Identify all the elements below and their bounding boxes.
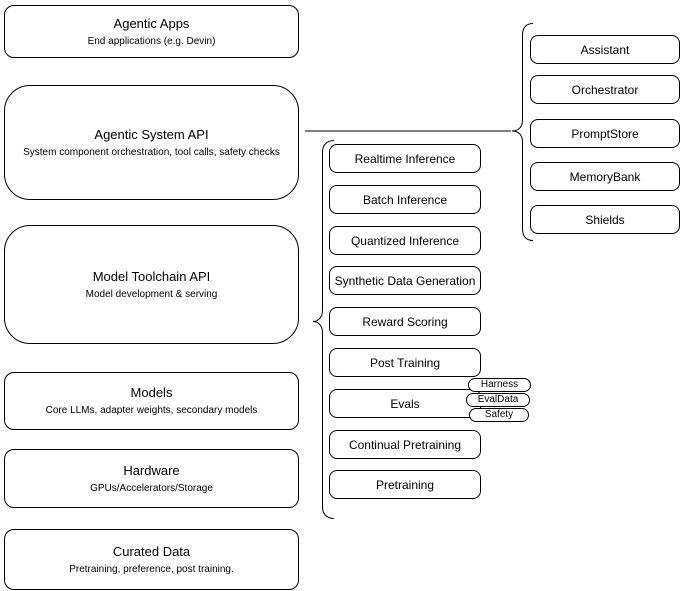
tag-harness: Harness [468, 378, 531, 392]
node-shields: Shields [530, 205, 680, 234]
node-continual-pretraining: Continual Pretraining [329, 430, 481, 459]
node-realtime-inference: Realtime Inference [329, 144, 481, 173]
tag-label: Harness [480, 379, 519, 390]
node-title: Hardware [123, 462, 180, 478]
node-subtitle: Model development & serving [85, 288, 218, 300]
node-title: Agentic Apps [113, 15, 190, 31]
node-batch-inference: Batch Inference [329, 185, 481, 214]
node-label: PromptStore [571, 126, 639, 141]
node-label: Realtime Inference [354, 151, 456, 166]
tag-label: Safety [484, 409, 514, 420]
node-synthetic-data-generation: Synthetic Data Generation [329, 266, 481, 295]
node-models: Models Core LLMs, adapter weights, secon… [4, 372, 299, 430]
node-subtitle: Core LLMs, adapter weights, secondary mo… [45, 405, 258, 416]
node-evals: Evals [329, 389, 481, 418]
tag-label: EvalData [477, 394, 519, 405]
node-label: Post Training [369, 355, 441, 370]
node-title: Models [130, 385, 173, 400]
node-orchestrator: Orchestrator [530, 75, 680, 104]
node-subtitle: GPUs/Accelerators/Storage [90, 482, 213, 494]
node-title: Model Toolchain API [92, 268, 211, 284]
node-label: Reward Scoring [362, 314, 448, 329]
node-title: Agentic System API [94, 126, 209, 142]
node-model-toolchain-api: Model Toolchain API Model development & … [4, 225, 299, 344]
node-label: Evals [390, 396, 420, 411]
tag-safety: Safety [469, 408, 529, 422]
node-agentic-apps: Agentic Apps End applications (e.g. Devi… [4, 5, 299, 58]
node-subtitle: System component orchestration, tool cal… [23, 146, 280, 158]
node-label: Continual Pretraining [348, 437, 462, 452]
node-curated-data: Curated Data Pretraining, preference, po… [4, 529, 299, 590]
node-memorybank: MemoryBank [530, 162, 680, 191]
node-reward-scoring: Reward Scoring [329, 307, 481, 336]
node-title: Curated Data [112, 543, 191, 559]
node-label: Shields [585, 212, 625, 227]
node-post-training: Post Training [329, 348, 481, 377]
node-label: MemoryBank [569, 169, 641, 184]
node-pretraining: Pretraining [329, 470, 481, 499]
node-quantized-inference: Quantized Inference [329, 226, 481, 255]
node-label: Batch Inference [362, 192, 448, 207]
node-label: Quantized Inference [350, 233, 460, 248]
node-label: Assistant [580, 42, 630, 57]
node-label: Synthetic Data Generation [334, 273, 476, 288]
node-subtitle: End applications (e.g. Devin) [87, 35, 216, 47]
node-agentic-system-api: Agentic System API System component orch… [4, 85, 299, 200]
node-promptstore: PromptStore [530, 119, 680, 148]
node-label: Orchestrator [571, 82, 639, 97]
node-label: Pretraining [375, 477, 435, 492]
tag-evaldata: EvalData [466, 393, 530, 407]
node-assistant: Assistant [530, 35, 680, 64]
node-hardware: Hardware GPUs/Accelerators/Storage [4, 449, 299, 508]
node-subtitle: Pretraining, preference, post training. [69, 563, 234, 575]
